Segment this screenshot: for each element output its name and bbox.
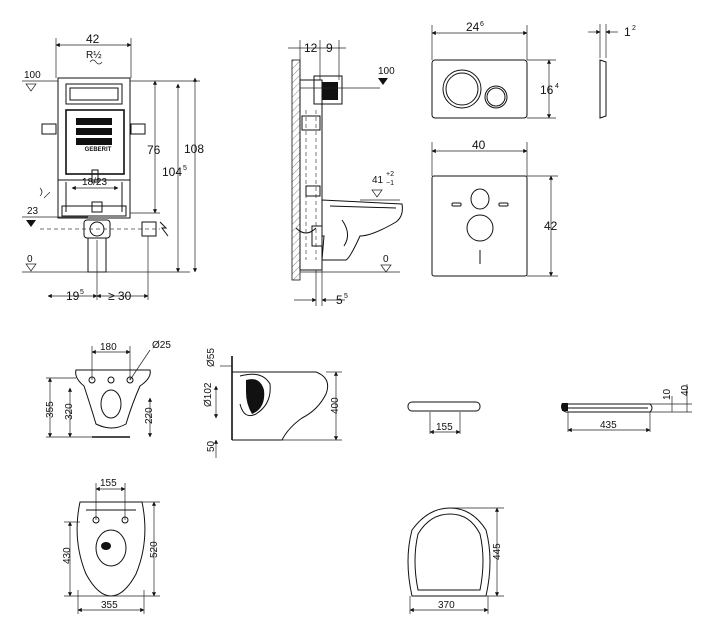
frame-side-view: 12 9 100 41 +2 −1 0 5 5 — [288, 40, 403, 307]
bowl-top-h520-label: 520 — [149, 541, 160, 558]
level-23-label: 23 — [27, 206, 39, 217]
side-dim-9-label: 9 — [326, 41, 333, 55]
flush-plate-view: 24 6 16 4 1 2 — [431, 20, 636, 119]
bowl-side-h400-label: 400 — [330, 397, 341, 414]
seat-top-height-label: 445 — [492, 543, 503, 560]
cover-plate-width-label: 40 — [472, 138, 486, 152]
cover-plate-height-label: 42 — [544, 219, 558, 233]
bowl-front-view: 180 Ø25 355 320 220 — [45, 340, 171, 438]
offset-19-sup: 5 — [80, 289, 84, 296]
bowl-top-view: 155 430 520 355 — [62, 478, 160, 614]
bowl-front-h320-label: 320 — [64, 403, 75, 420]
side-dim-12-label: 12 — [304, 41, 318, 55]
level-0-label: 0 — [27, 254, 33, 265]
offset-19-label: 19 — [66, 289, 80, 303]
bowl-tol-plus: +2 — [386, 171, 394, 178]
bowl-height-label: 41 — [372, 175, 384, 186]
flush-plate-height-label: 16 — [540, 83, 554, 97]
cover-plate-view: 40 42 — [431, 138, 558, 277]
brand-label: GEBERIT — [85, 147, 112, 153]
height-76-label: 76 — [147, 143, 161, 157]
side-dim-5-label: 5 — [336, 293, 343, 307]
bowl-front-h355-label: 355 — [45, 401, 56, 418]
frame-width-label: 42 — [86, 32, 100, 46]
bowl-top-spacing-label: 155 — [100, 478, 117, 489]
seat-side-h10-label: 10 — [662, 388, 673, 400]
bowl-side-d50-label: 50 — [206, 440, 217, 452]
flush-plate-height-sup: 4 — [555, 83, 559, 90]
seat-side-length-label: 435 — [600, 420, 617, 431]
bowl-top-width-label: 355 — [101, 600, 118, 611]
thread-label: R½ — [86, 50, 102, 61]
frame-front-view: 42 R½ GEBERIT 18/23 100 23 — [22, 32, 204, 303]
side-level-100-label: 100 — [378, 66, 395, 77]
side-level-0-label: 0 — [383, 254, 389, 265]
bowl-top-h430-label: 430 — [62, 547, 73, 564]
seat-front-width-label: 155 — [436, 422, 453, 433]
level-100-label: 100 — [24, 70, 41, 81]
bowl-front-spacing-label: 180 — [100, 342, 117, 353]
height-104-sup: 5 — [183, 165, 187, 172]
side-dim-5-sup: 5 — [344, 293, 348, 300]
seat-top-view: 445 370 — [407, 507, 504, 614]
seat-side-view: 435 10 40 — [561, 384, 692, 433]
bowl-front-h220-label: 220 — [144, 407, 155, 424]
bowl-side-d102-label: Ø102 — [203, 382, 214, 407]
bowl-front-hole-label: Ø25 — [152, 340, 171, 351]
flush-plate-width-sup: 6 — [480, 21, 484, 28]
seat-front-view: 155 — [407, 401, 481, 435]
height-108-label: 108 — [184, 142, 204, 156]
seat-side-h40-label: 40 — [680, 384, 691, 396]
flush-plate-depth-sup: 2 — [632, 25, 636, 32]
seat-top-width-label: 370 — [438, 600, 455, 611]
bowl-side-d55-label: Ø55 — [206, 348, 217, 367]
offset-30-label: ≥ 30 — [108, 289, 132, 303]
flush-plate-depth-label: 1 — [624, 25, 631, 39]
bowl-tol-minus: −1 — [386, 180, 394, 187]
height-104-label: 104 — [162, 165, 182, 179]
bowl-side-view: Ø55 Ø102 50 400 — [203, 348, 342, 458]
flush-plate-width-label: 24 — [466, 20, 480, 34]
